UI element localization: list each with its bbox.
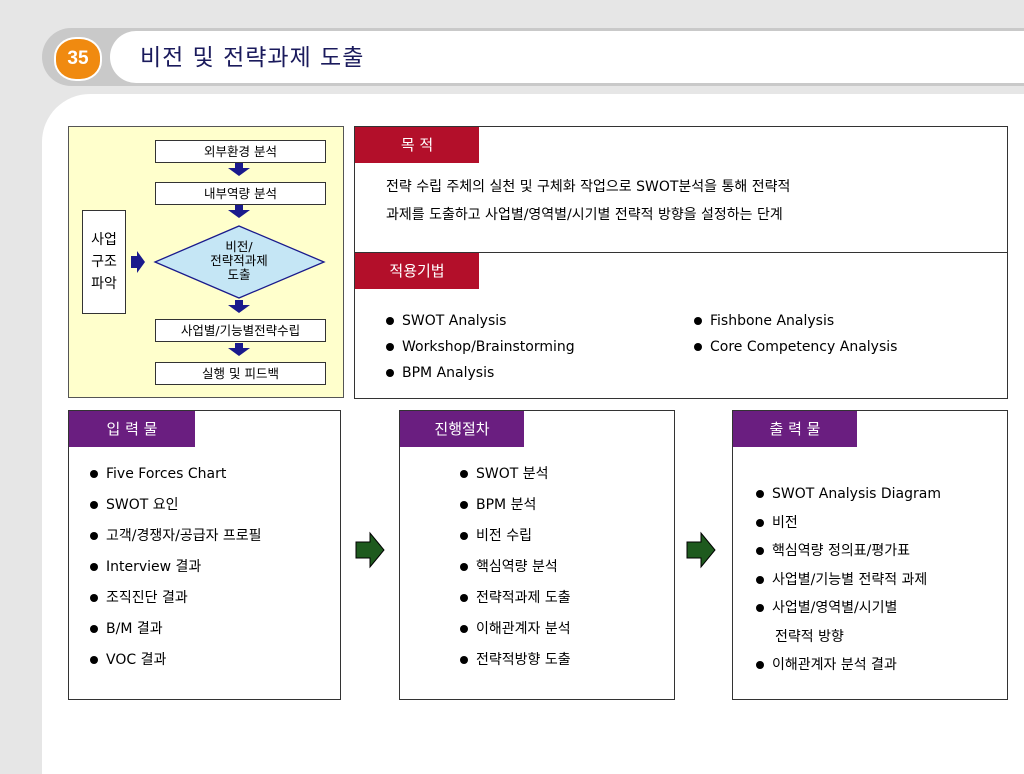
business-structure-box: 사업 구조 파악 bbox=[82, 210, 126, 314]
bullet-icon bbox=[386, 369, 394, 377]
page-title: 비전 및 전략과제 도출 bbox=[140, 45, 365, 71]
list-item: Interview 결과 bbox=[90, 552, 262, 583]
bullet-icon bbox=[90, 563, 98, 571]
inputs-box bbox=[68, 410, 341, 700]
list-item: BPM Analysis bbox=[386, 360, 575, 386]
bullet-icon bbox=[460, 470, 468, 478]
process-tag: 진행절차 bbox=[400, 411, 524, 447]
right-arrow-icon bbox=[131, 251, 145, 273]
list-item: 핵심역량 분석 bbox=[460, 552, 571, 583]
bullet-icon bbox=[756, 575, 764, 584]
flow-step-external: 외부환경 분석 bbox=[155, 140, 326, 163]
list-item: SWOT 요인 bbox=[90, 490, 262, 521]
list-item: 전략적방향 도출 bbox=[460, 645, 571, 676]
outputs-tag: 출 력 물 bbox=[733, 411, 857, 447]
bullet-icon bbox=[694, 343, 702, 351]
list-item-continuation: 전략적 방향 bbox=[775, 628, 844, 645]
bullet-icon bbox=[90, 501, 98, 509]
list-item: BPM 분석 bbox=[460, 490, 571, 521]
list-item: 전략적과제 도출 bbox=[460, 583, 571, 614]
methods-tag: 적용기법 bbox=[355, 253, 479, 289]
down-arrow-icon bbox=[228, 205, 250, 218]
bullet-icon bbox=[460, 501, 468, 509]
bullet-icon bbox=[386, 343, 394, 351]
list-item: SWOT 분석 bbox=[460, 459, 571, 490]
list-item: 비전 bbox=[756, 509, 941, 538]
down-arrow-icon bbox=[228, 163, 250, 176]
green-arrow-icon bbox=[686, 531, 716, 569]
bullet-icon bbox=[90, 532, 98, 540]
process-box bbox=[399, 410, 675, 700]
bullet-icon bbox=[756, 604, 764, 612]
diamond-label: 비전/ 전략적과제 도출 bbox=[210, 239, 268, 282]
list-item: 조직진단 결과 bbox=[90, 583, 262, 614]
bullet-icon bbox=[756, 661, 764, 669]
list-item: VOC 결과 bbox=[90, 645, 262, 676]
list-item: 사업별/기능별 전략적 과제 bbox=[756, 566, 941, 595]
list-item: 핵심역량 정의표/평가표 bbox=[756, 537, 941, 566]
methods-list-left: SWOT Analysis Workshop/Brainstorming BPM… bbox=[386, 308, 575, 386]
bullet-icon bbox=[460, 532, 468, 540]
down-arrow-icon bbox=[228, 343, 250, 356]
list-item: Workshop/Brainstorming bbox=[386, 334, 575, 360]
bullet-icon bbox=[90, 625, 98, 633]
vision-diamond bbox=[153, 225, 326, 299]
down-arrow-icon bbox=[228, 300, 250, 313]
bullet-icon bbox=[756, 547, 764, 555]
inputs-list: Five Forces Chart SWOT 요인 고객/경쟁자/공급자 프로필… bbox=[90, 459, 262, 676]
purpose-text: 전략 수립 주체의 실천 및 구체화 작업으로 SWOT분석을 통해 전략적 과… bbox=[386, 179, 791, 223]
header-title-box bbox=[110, 31, 1024, 83]
list-item: Five Forces Chart bbox=[90, 459, 262, 490]
list-item: 이해관계자 분석 bbox=[460, 614, 571, 645]
inputs-tag: 입 력 물 bbox=[69, 411, 195, 447]
slide-number-badge: 35 bbox=[54, 37, 102, 81]
list-item: 이해관계자 분석 결과 bbox=[756, 651, 941, 680]
bullet-icon bbox=[460, 625, 468, 633]
list-item: Core Competency Analysis bbox=[694, 334, 897, 360]
bullet-icon bbox=[90, 470, 98, 478]
list-item: Fishbone Analysis bbox=[694, 308, 897, 334]
bullet-icon bbox=[90, 656, 98, 664]
green-arrow-icon bbox=[355, 531, 385, 569]
bullet-icon bbox=[460, 656, 468, 664]
list-item: 사업별/영역별/시기별 bbox=[756, 594, 941, 623]
list-item: 고객/경쟁자/공급자 프로필 bbox=[90, 521, 262, 552]
bullet-icon bbox=[460, 594, 468, 602]
bullet-icon bbox=[756, 490, 764, 498]
flow-step-execution: 실행 및 피드백 bbox=[155, 362, 326, 385]
list-item: B/M 결과 bbox=[90, 614, 262, 645]
purpose-tag: 목 적 bbox=[355, 127, 479, 163]
outputs-box bbox=[732, 410, 1008, 700]
list-item: SWOT Analysis bbox=[386, 308, 575, 334]
bullet-icon bbox=[460, 563, 468, 571]
process-list: SWOT 분석 BPM 분석 비전 수립 핵심역량 분석 전략적과제 도출 이해… bbox=[460, 459, 571, 676]
list-item: 비전 수립 bbox=[460, 521, 571, 552]
list-item: SWOT Analysis Diagram bbox=[756, 480, 941, 509]
bullet-icon bbox=[694, 317, 702, 325]
flow-step-internal: 내부역량 분석 bbox=[155, 182, 326, 205]
methods-list-right: Fishbone Analysis Core Competency Analys… bbox=[694, 308, 897, 360]
bullet-icon bbox=[90, 594, 98, 602]
flow-step-strategy: 사업별/기능별전략수립 bbox=[155, 319, 326, 342]
bullet-icon bbox=[756, 518, 764, 527]
outputs-list: SWOT Analysis Diagram 비전 핵심역량 정의표/평가표 사업… bbox=[756, 480, 941, 680]
bullet-icon bbox=[386, 317, 394, 325]
